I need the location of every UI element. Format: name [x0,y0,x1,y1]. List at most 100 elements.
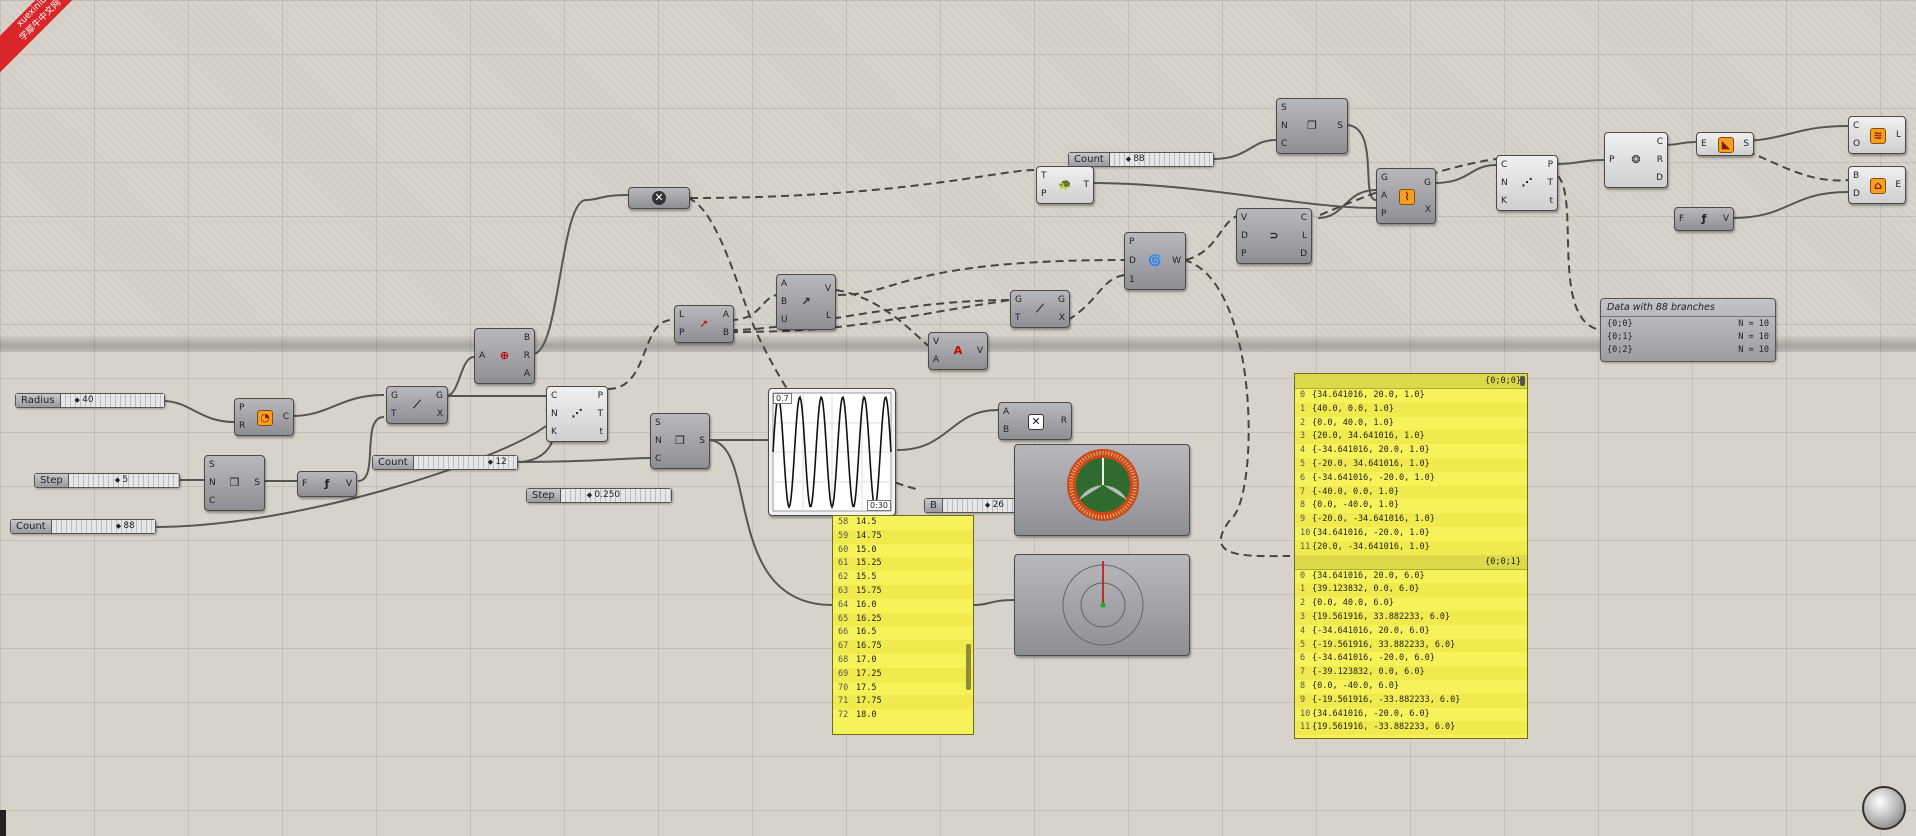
port[interactable]: X [1424,204,1431,215]
port[interactable]: W [1172,256,1181,266]
port[interactable]: B [722,328,729,338]
port[interactable]: X [1058,313,1065,323]
port[interactable]: S [1337,121,1343,131]
port[interactable]: D [1129,255,1136,266]
port[interactable]: L [825,310,831,321]
port[interactable]: D [1300,249,1307,259]
port[interactable]: P [1609,155,1615,165]
port[interactable]: K [1501,196,1507,206]
port[interactable]: A [1003,407,1010,417]
port[interactable]: C [1501,160,1508,170]
panel-scrollbar[interactable] [966,644,971,690]
slider-track[interactable]: 5 [68,474,179,487]
port[interactable]: D [1656,173,1663,183]
port[interactable]: C [1656,137,1663,147]
count-slider-left[interactable]: Count 88 [10,519,156,534]
port[interactable]: V [1722,214,1729,224]
port[interactable]: C [551,391,558,401]
port[interactable]: O [1853,139,1861,149]
port[interactable]: K [551,427,557,437]
port[interactable]: G [1015,295,1022,305]
step-slider-left[interactable]: Step 5 [34,473,180,488]
port[interactable]: T [1547,178,1554,188]
port[interactable]: U [781,315,788,325]
port[interactable]: T [1041,171,1047,181]
port[interactable]: P [239,403,245,413]
port[interactable]: G [1424,177,1431,188]
port[interactable]: E [1701,139,1707,149]
port[interactable]: A [722,310,729,320]
port[interactable]: F [1679,214,1685,224]
step-slider-mid[interactable]: Step 0.250 [526,488,672,503]
port[interactable]: C [655,454,662,464]
port[interactable]: C [209,496,216,506]
count-slider-mid[interactable]: Count 12 [372,455,518,470]
port[interactable]: L [1301,231,1307,241]
port[interactable]: T [597,409,604,419]
port[interactable]: T [1015,313,1021,323]
slider-track[interactable]: 0.250 [560,489,671,502]
port[interactable]: S [655,418,661,428]
port[interactable]: V [1241,213,1248,223]
port[interactable]: L [1895,130,1901,140]
port[interactable]: C [1300,213,1307,223]
port[interactable]: N [1281,121,1288,131]
port[interactable]: B [781,297,788,307]
port[interactable]: A [479,351,486,361]
port[interactable]: A [933,355,940,365]
data-param[interactable]: Data with 88 branches {0;0}N = 10{0;1}N … [1600,298,1776,362]
point-panel[interactable]: {0;0;0} 0{34.641016, 20.0, 1.0}1{40.0, 0… [1294,373,1528,739]
slider-track[interactable]: 40 [60,394,164,407]
port[interactable]: G [436,391,443,401]
port[interactable]: N [209,478,216,488]
port[interactable]: G [1381,173,1388,183]
expression-component-left[interactable]: F ƒ V [297,471,357,497]
port[interactable]: B [523,333,530,343]
slider-track[interactable]: 88 [1109,153,1213,166]
port[interactable]: R [1060,416,1067,426]
port[interactable]: V [976,346,983,356]
port[interactable]: R [523,351,530,361]
port[interactable]: t [599,427,603,437]
port[interactable]: S [209,460,215,470]
port[interactable]: t [1549,196,1553,206]
zoom-navigation-widget[interactable] [1862,786,1906,830]
port[interactable]: T [391,409,397,419]
port[interactable]: P [1129,237,1135,248]
port[interactable]: D [1853,189,1860,199]
port[interactable]: P [1381,209,1387,219]
port[interactable]: F [302,479,308,489]
port[interactable]: A [1381,191,1388,201]
port[interactable]: S [699,436,705,446]
port[interactable]: A [781,279,788,289]
port[interactable]: B [1853,171,1860,181]
slider-track[interactable]: 12 [413,456,517,469]
port[interactable]: R [1656,155,1663,165]
port[interactable]: S [1743,139,1749,149]
panel-scrollbar[interactable] [1520,376,1525,386]
port[interactable]: D [1241,231,1248,241]
port[interactable]: V [824,283,831,294]
port[interactable]: C [1281,139,1288,149]
port[interactable]: A [523,369,530,379]
port[interactable]: N [655,436,662,446]
